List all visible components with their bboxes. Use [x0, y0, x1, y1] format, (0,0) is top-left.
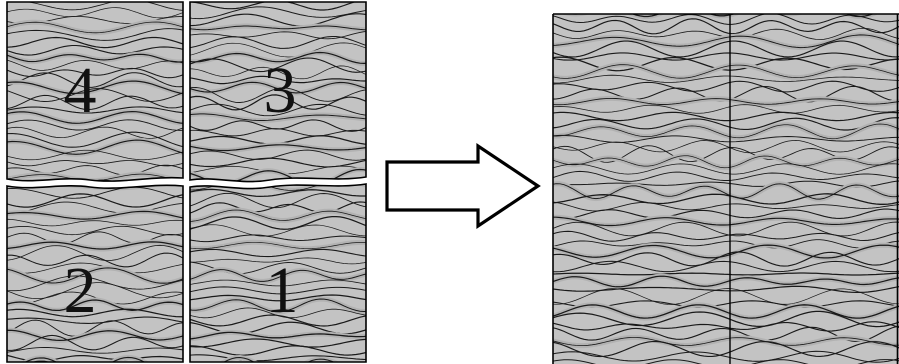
tile-1: 1: [180, 175, 380, 364]
right-arrow-icon: [387, 146, 538, 226]
tile-2-number: 2: [64, 254, 97, 327]
assembled-texture: [540, 0, 899, 364]
texture-band: [180, 0, 380, 1]
tile-2: 2: [0, 175, 200, 364]
texture-wave-line: [180, 0, 380, 1]
tile-4-texture: [0, 0, 200, 200]
tile-2-texture: [0, 175, 200, 364]
tile-3-number: 3: [264, 54, 297, 127]
assembled-texture-fill: [540, 0, 899, 364]
tile-1-number: 1: [266, 254, 299, 327]
tile-3: 3: [180, 0, 380, 200]
tile-4-number: 4: [64, 54, 97, 127]
tile-4: 4: [0, 0, 200, 200]
texture-wave-line: [540, 0, 899, 9]
